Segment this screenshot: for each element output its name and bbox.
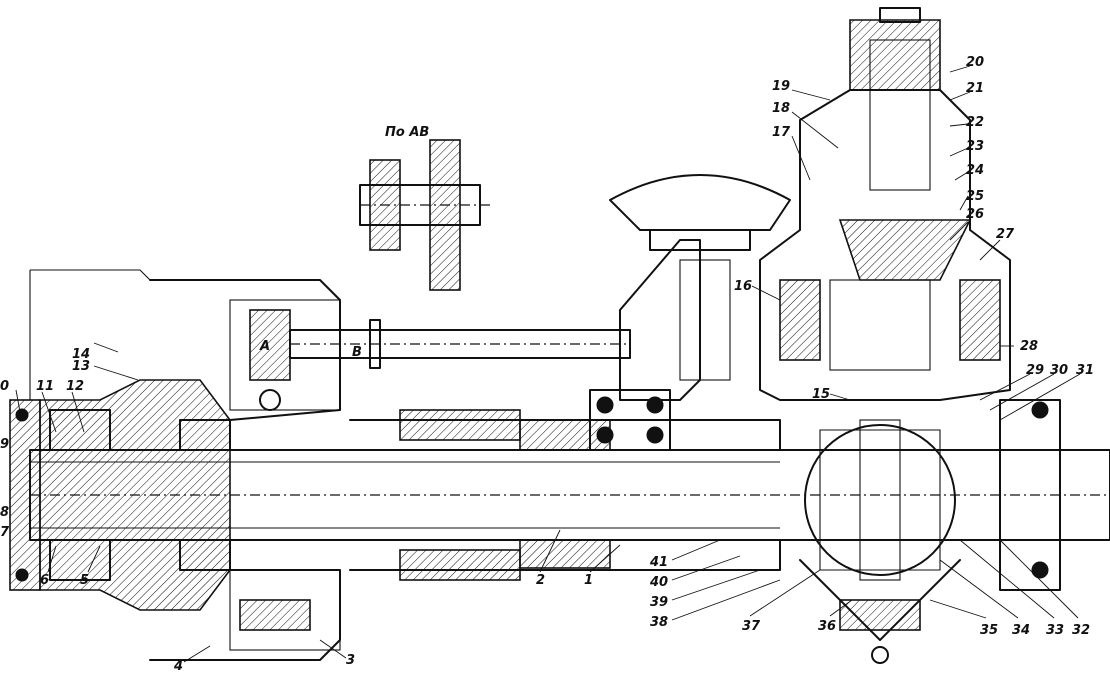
callout-31: 31 (1076, 363, 1094, 378)
callout-2: 2 (536, 573, 545, 588)
brake-camshaft (289, 319, 631, 369)
brake-drum (29, 269, 341, 661)
callout-41: 41 (649, 555, 668, 570)
callout-4: 4 (173, 659, 183, 674)
callout-21: 21 (966, 81, 984, 96)
callout-35: 35 (980, 623, 998, 638)
callout-28: 28 (1020, 339, 1038, 354)
callout-12: 12 (66, 379, 84, 394)
callout-23: 23 (966, 139, 984, 154)
callout-40: 40 (649, 575, 668, 590)
section-mark-b: В (352, 345, 362, 360)
callout-19: 19 (772, 79, 790, 94)
callout-33: 33 (1046, 623, 1064, 638)
final-drive-housing (759, 7, 1011, 401)
callout-34: 34 (1012, 623, 1030, 638)
wheel-hub-left (9, 379, 231, 611)
section-view-ab (359, 139, 490, 291)
callout-17: 17 (772, 125, 791, 140)
section-mark-a: А (259, 339, 270, 354)
callout-3: 3 (346, 653, 355, 668)
callout-13: 13 (72, 359, 90, 374)
callout-39: 39 (650, 595, 668, 610)
callout-22: 22 (966, 115, 984, 130)
callout-25: 25 (966, 189, 984, 204)
callout-32: 32 (1072, 623, 1090, 638)
spring-bracket (589, 239, 731, 451)
callout-5: 5 (80, 573, 89, 588)
callout-37: 37 (742, 619, 761, 634)
spring-seat-flange (609, 174, 791, 251)
callout-26: 26 (966, 207, 984, 222)
callout-27: 27 (996, 227, 1015, 242)
callout-11: 11 (36, 379, 54, 394)
callout-24: 24 (966, 163, 984, 178)
callout-29: 29 (1026, 363, 1044, 378)
right-axle-flange (999, 399, 1061, 591)
callout-20: 20 (966, 55, 984, 70)
callout-15: 15 (812, 387, 830, 402)
callout-1: 1 (584, 573, 593, 588)
section-view-label: По АВ (385, 125, 429, 140)
callout-38: 38 (650, 615, 668, 630)
callout-7: 7 (0, 525, 10, 540)
callout-36: 36 (818, 619, 836, 634)
callout-6: 6 (40, 573, 49, 588)
callout-14: 14 (72, 347, 90, 362)
bevel-gear (779, 219, 1001, 371)
callout-labels: 0 11 12 14 13 9 8 7 6 5 4 3 2 1 41 40 39… (0, 55, 1094, 674)
differential-assembly (799, 419, 961, 664)
callout-16: 16 (734, 279, 752, 294)
callout-0: 0 (0, 379, 9, 394)
axle-housing-tube (349, 409, 781, 581)
callout-30: 30 (1050, 363, 1068, 378)
callout-9: 9 (0, 437, 9, 452)
callout-18: 18 (772, 101, 790, 116)
callout-8: 8 (0, 505, 9, 520)
